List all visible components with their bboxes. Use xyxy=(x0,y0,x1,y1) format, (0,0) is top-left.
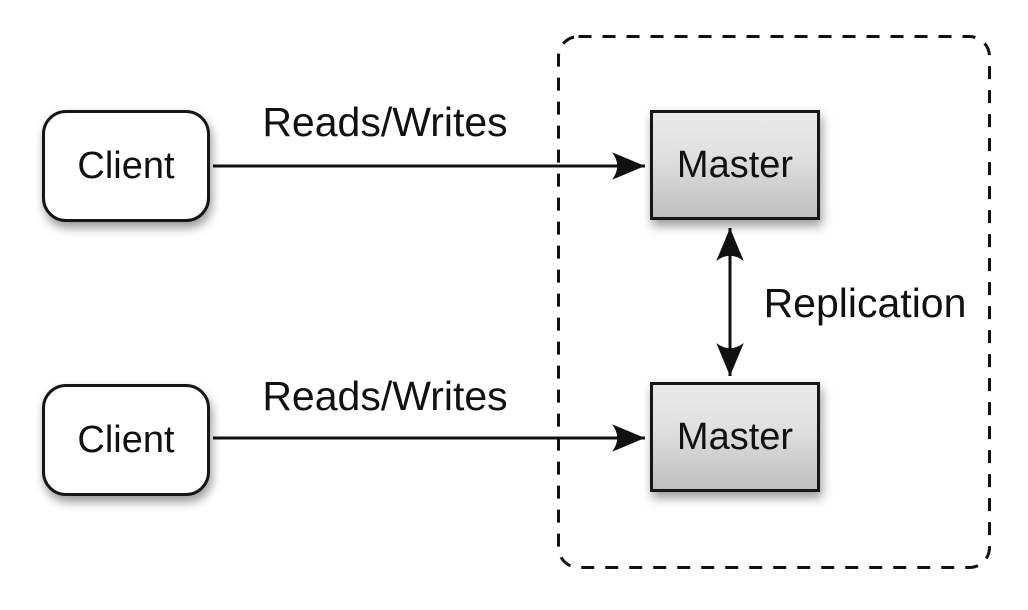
node-client-top-label: Client xyxy=(77,145,175,187)
node-master-top: Master xyxy=(650,110,820,220)
node-master-bottom: Master xyxy=(650,382,820,492)
reads-writes-label-top: Reads/Writes xyxy=(262,99,508,145)
reads-writes-label-bottom: Reads/Writes xyxy=(262,373,508,419)
node-client-top: Client xyxy=(42,110,210,222)
node-client-bottom-label: Client xyxy=(77,419,175,461)
replication-label: Replication xyxy=(763,280,967,326)
node-master-bottom-label: Master xyxy=(676,416,794,458)
node-client-bottom: Client xyxy=(42,384,210,496)
node-master-top-label: Master xyxy=(676,144,794,186)
